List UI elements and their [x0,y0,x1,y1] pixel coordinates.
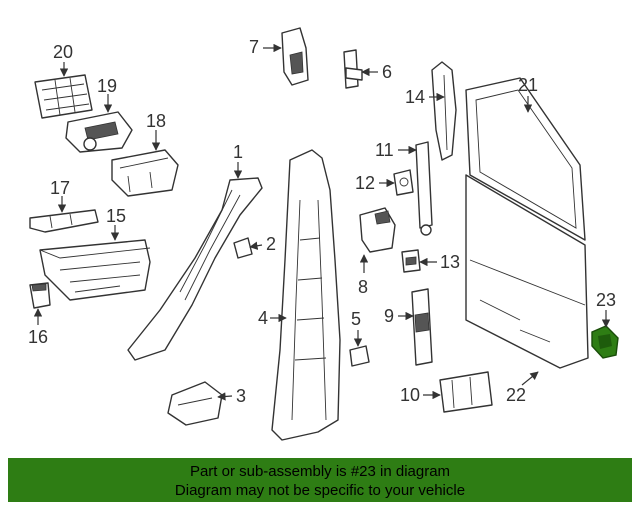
part-6-bracket[interactable] [343,49,363,89]
parts-diagram: 20 19 18 17 15 16 1 2 3 4 5 6 7 8 9 10 1… [28,27,619,441]
callout-7: 7 [249,37,259,57]
callout-10: 10 [400,385,420,405]
leader-arrows [33,43,611,401]
banner-line-1: Part or sub-assembly is #23 in diagram [189,463,451,480]
callout-1: 1 [233,142,243,162]
callout-9: 9 [384,306,394,326]
callout-17: 17 [50,178,70,198]
part-11-grab-handle[interactable] [415,141,433,236]
part-15-storage-tray[interactable] [39,239,151,301]
callout-23: 23 [596,290,616,310]
part-5-clip[interactable] [349,345,370,367]
callout-18: 18 [146,111,166,131]
part-10-floor-bracket[interactable] [439,371,493,413]
callout-19: 19 [97,76,117,96]
callout-14: 14 [405,87,425,107]
callout-12: 12 [355,173,375,193]
callout-13: 13 [440,252,460,272]
part-21-upper-partition[interactable] [465,77,586,241]
callout-22: 22 [506,385,526,405]
callout-labels: 20 19 18 17 15 16 1 2 3 4 5 6 7 8 9 10 1… [28,37,616,406]
callout-5: 5 [351,309,361,329]
part-9-belt-trim[interactable] [411,288,433,366]
part-19-vent-housing[interactable] [65,111,133,153]
callout-3: 3 [236,386,246,406]
callout-21: 21 [518,75,538,95]
callout-6: 6 [382,62,392,82]
part-4-b-pillar-trim[interactable] [271,149,341,441]
callout-16: 16 [28,327,48,347]
part-1-a-pillar-trim[interactable] [127,177,263,361]
banner-line-2: Diagram may not be specific to your vehi… [174,482,466,499]
part-17-clip-strip[interactable] [29,209,99,233]
part-2-clip[interactable] [233,237,253,259]
callout-20: 20 [53,42,73,62]
part-7-grab-handle-cap[interactable] [281,27,309,86]
callout-11: 11 [375,140,394,160]
part-20-vent-grille[interactable] [34,74,93,119]
part-23-highlighted-handle[interactable] [591,325,619,359]
part-13-small-latch[interactable] [401,249,421,273]
part-22-lower-partition[interactable] [465,174,589,369]
part-8-mount-bracket[interactable] [359,207,396,253]
callout-2: 2 [266,234,276,254]
callout-4: 4 [258,308,268,328]
callout-15: 15 [106,206,126,226]
part-14-pillar-strip[interactable] [431,61,457,161]
part-18-duct[interactable] [111,149,179,197]
part-3-corner-trim[interactable] [167,381,223,426]
part-12-latch[interactable] [393,169,414,196]
part-16-bracket[interactable] [29,282,51,309]
info-banner: Part or sub-assembly is #23 in diagram D… [8,458,632,502]
callout-8: 8 [358,277,368,297]
